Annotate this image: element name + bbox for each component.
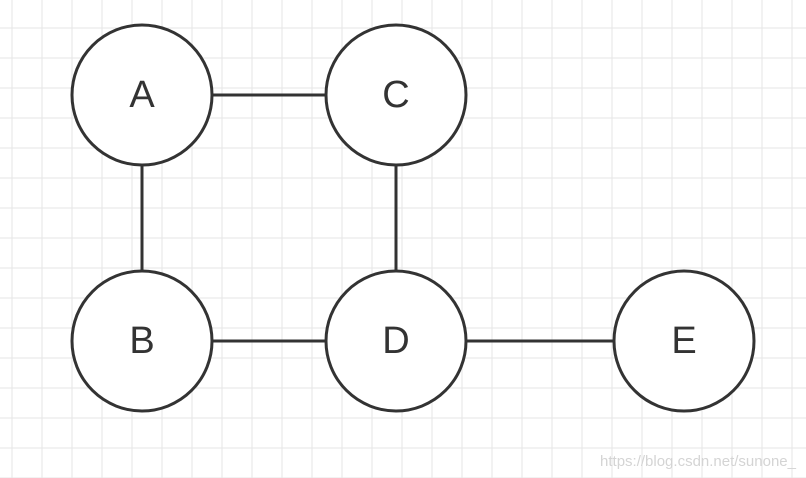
node-circle — [612, 269, 756, 413]
node-circle — [324, 23, 468, 167]
node-label: B — [129, 320, 154, 362]
edges-layer — [140, 93, 614, 343]
node-b: B — [70, 269, 214, 413]
node-circle — [70, 269, 214, 413]
node-label: C — [382, 74, 409, 116]
node-circle — [324, 269, 468, 413]
node-circle — [70, 23, 214, 167]
node-d: D — [324, 269, 468, 413]
node-label: D — [382, 320, 409, 362]
nodes-layer: A C B D E — [70, 23, 756, 413]
node-c: C — [324, 23, 468, 167]
watermark-text: https://blog.csdn.net/sunone_ — [600, 453, 796, 470]
node-label: A — [129, 74, 155, 116]
node-a: A — [70, 23, 214, 167]
node-label: E — [671, 320, 696, 362]
node-e: E — [612, 269, 756, 413]
